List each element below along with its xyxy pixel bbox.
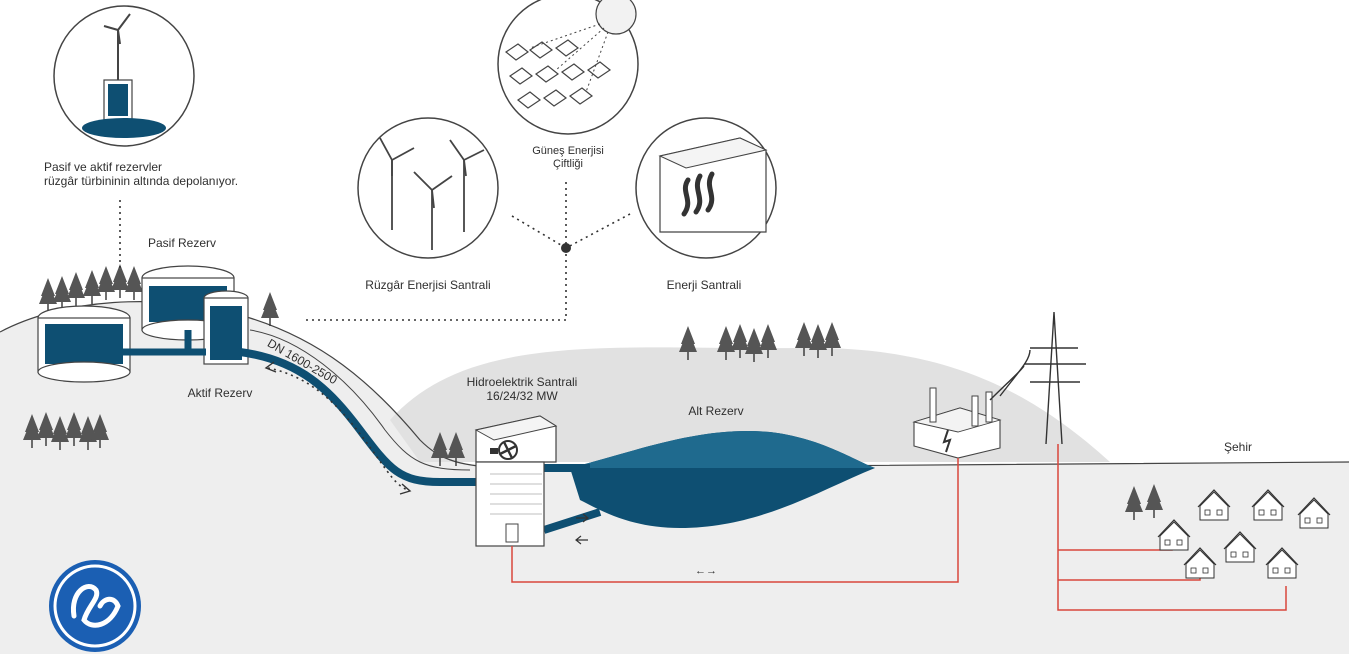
reservoir-connector-pipes [120,330,206,356]
substation [912,387,1002,459]
solar-farm-label: Güneş Enerjisi Çiftliği [532,145,604,171]
penstock-pipe [239,348,510,536]
connector-junction [561,243,571,253]
wind-plant-label: Rüzgâr Enerjisi Santrali [365,278,491,292]
solar-farm-circle [497,0,639,135]
hydro-plant-label: Hidroelektrik Santrali 16/24/32 MW [467,375,578,403]
solar-farm-label-line1: Güneş Enerjisi [532,145,604,157]
power-plant-circle [635,117,777,259]
active-reservoir-label: Aktif Rezerv [187,386,253,400]
passive-reservoir-tank-left [37,305,131,383]
wind-storage-caption-line2: rüzgâr türbininin altında depolanıyor. [44,174,239,188]
power-plant-label: Enerji Santrali [666,278,742,292]
lightning-icon [942,429,952,453]
bidirectional-flow-label: ←→ [695,565,717,577]
hydro-plant-label-line2: 16/24/32 MW [486,389,558,403]
passive-reservoir-label: Pasif Rezerv [147,236,217,250]
solar-farm-label-line2: Çiftliği [553,158,583,170]
flow-direction-dotted-arrow [267,367,409,491]
lower-reservoir-surface [570,431,875,468]
city-label: Şehir [1223,440,1253,454]
wind-turbine-storage-circle [53,5,195,147]
transmission-pylon [989,311,1086,445]
wind-farm-circle [357,117,499,259]
dotted-connectors [119,182,631,321]
wind-storage-caption: Pasif ve aktif rezervler rüzgâr türbinin… [44,160,238,188]
power-line-plant-substation [511,458,959,583]
terrain-outline [0,301,1349,469]
wind-storage-caption-line1: Pasif ve aktif rezervler [44,160,163,174]
lower-reservoir-label: Alt Rezerv [688,404,744,418]
flow-arrowhead-up [264,361,277,373]
hydro-power-plant-building [474,415,558,547]
penstock-outline [249,329,471,471]
ge-logo-icon [49,560,141,652]
outflow-arrow [576,513,589,523]
hydro-plant-label-line1: Hidroelektrik Santrali [466,375,578,389]
tailrace-pipe [542,464,602,534]
turbine-fan-icon [490,440,518,460]
inflow-arrow [575,535,588,545]
flow-arrowhead [399,483,412,495]
